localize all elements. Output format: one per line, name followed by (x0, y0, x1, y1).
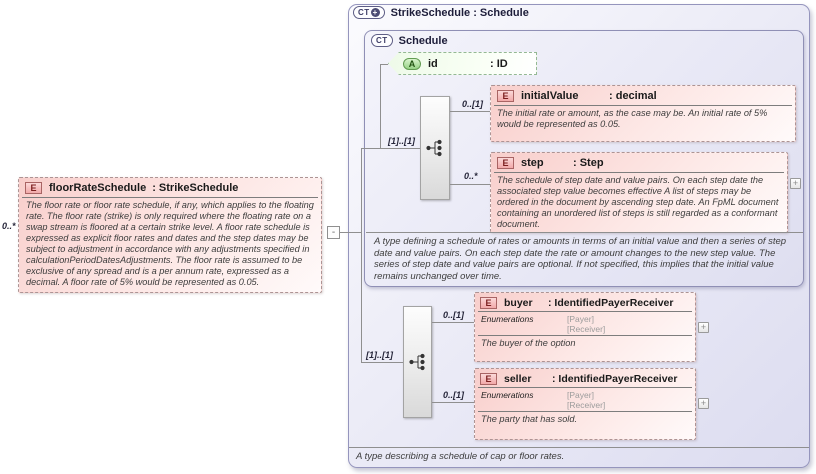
connector-trunk-line (361, 148, 362, 363)
connector-line (340, 232, 361, 233)
divider (494, 105, 792, 106)
cardinality-label: [1]..[1] (366, 350, 393, 360)
collapse-connector-button[interactable]: - (327, 226, 340, 239)
divider (478, 311, 692, 312)
element-type: : Step (573, 157, 604, 169)
element-badge: E (497, 157, 514, 169)
element-doc: The buyer of the option (481, 338, 576, 348)
schedule-title: Schedule (398, 34, 448, 47)
attribute-badge: A (403, 57, 421, 70)
element-badge: E (480, 297, 497, 309)
cardinality-label: [1]..[1] (388, 136, 415, 146)
schedule-doc: A type defining a schedule of rates or a… (374, 236, 787, 282)
enumerations-label: Enumerations (481, 390, 534, 400)
element-header: E seller : IdentifiedPayerReceiver (475, 369, 695, 387)
element-doc: The floor rate or floor rate schedule, i… (26, 200, 314, 287)
divider (22, 197, 318, 198)
element-header: E initialValue : decimal (491, 86, 795, 105)
enumeration-values: [Payer] [Receiver] (567, 314, 605, 334)
connector-line (450, 111, 490, 112)
divider (478, 335, 692, 336)
connector-line (432, 322, 474, 323)
divider (349, 447, 809, 448)
element-doc: The party that has sold. (481, 414, 578, 424)
sequence-compositor-schedule[interactable] (420, 96, 450, 200)
ct-badge-label: CT (376, 36, 388, 45)
cardinality-label: 0..[1] (443, 390, 465, 400)
attribute-type: : ID (490, 57, 508, 70)
element-badge: E (480, 373, 497, 385)
strike-schedule-doc: A type describing a schedule of cap or f… (356, 451, 565, 462)
element-doc: The initial rate or amount, as the case … (497, 108, 768, 129)
element-step-box[interactable]: E step : Step The schedule of step date … (490, 152, 788, 233)
divider (366, 232, 803, 233)
connector-line (361, 148, 420, 149)
element-type: : IdentifiedPayerReceiver (552, 373, 678, 385)
connector-line (380, 64, 388, 65)
cardinality-label: 0..* (2, 221, 16, 231)
element-name: initialValue (521, 90, 579, 102)
ct-badge-label: CT (358, 8, 370, 17)
divider (494, 172, 784, 173)
element-header: E step : Step (491, 153, 787, 172)
attribute-id-box[interactable]: A id : ID (388, 52, 537, 75)
enumerations-row: Enumerations [Payer] [Receiver] (475, 312, 695, 335)
strike-schedule-title-row: CT+ StrikeSchedule : Schedule (353, 6, 529, 19)
element-floorrateschedule-box[interactable]: E floorRateSchedule : StrikeSchedule The… (18, 177, 322, 293)
schedule-title-row: CT Schedule (371, 34, 448, 47)
cardinality-label: 0..* (464, 171, 478, 181)
enumeration-values: [Payer] [Receiver] (567, 390, 605, 410)
element-name: buyer (504, 297, 533, 309)
cardinality-label: 0..[1] (462, 99, 484, 109)
element-name: floorRateSchedule (49, 182, 147, 194)
enumerations-row: Enumerations [Payer] [Receiver] (475, 388, 695, 411)
complex-type-badge: CT (371, 34, 393, 47)
element-buyer-box[interactable]: E buyer : IdentifiedPayerReceiver Enumer… (474, 292, 696, 362)
enum-value: [Receiver] (567, 324, 606, 334)
divider (478, 387, 692, 388)
expand-step-button[interactable]: + (790, 178, 801, 189)
element-seller-box[interactable]: E seller : IdentifiedPayerReceiver Enume… (474, 368, 696, 440)
strike-schedule-title: StrikeSchedule : Schedule (390, 6, 529, 19)
element-badge: E (25, 182, 42, 194)
connector-line (380, 64, 381, 148)
element-badge: E (497, 90, 514, 102)
divider (478, 411, 692, 412)
enum-value: [Receiver] (567, 400, 606, 410)
connector-line (432, 402, 474, 403)
element-initialvalue-box[interactable]: E initialValue : decimal The initial rat… (490, 85, 796, 142)
enum-value: [Payer] (567, 390, 594, 400)
element-type: : decimal (609, 90, 657, 102)
cardinality-label: 0..[1] (443, 310, 465, 320)
sequence-compositor-extension[interactable] (403, 306, 432, 418)
expand-buyer-button[interactable]: + (698, 322, 709, 333)
extension-plus-icon: + (370, 8, 380, 17)
enum-value: [Payer] (567, 314, 594, 324)
sequence-icon (426, 139, 442, 157)
sequence-icon (408, 353, 425, 371)
element-doc: The schedule of step date and value pair… (497, 175, 779, 229)
element-type: : StrikeSchedule (152, 182, 239, 194)
element-name: seller (504, 373, 532, 385)
element-name: step (521, 157, 544, 169)
element-header: E buyer : IdentifiedPayerReceiver (475, 293, 695, 311)
element-type: : IdentifiedPayerReceiver (548, 297, 674, 309)
enumerations-label: Enumerations (481, 314, 534, 324)
connector-line (450, 184, 490, 185)
connector-line (361, 362, 403, 363)
expand-seller-button[interactable]: + (698, 398, 709, 409)
complex-type-extension-badge: CT+ (353, 6, 385, 19)
element-header: E floorRateSchedule : StrikeSchedule (19, 178, 321, 197)
attribute-name: id (428, 57, 438, 70)
